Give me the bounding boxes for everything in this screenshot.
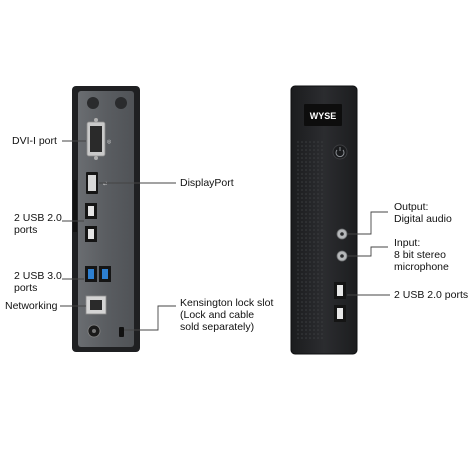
label-audio-output: Output: Digital audio xyxy=(394,201,452,225)
ethernet-port-icon xyxy=(85,295,107,315)
label-mic-input: Input: 8 bit stereo microphone xyxy=(394,237,449,273)
wyse-logo-badge xyxy=(304,104,342,126)
label-networking: Networking xyxy=(5,300,58,312)
back-stand xyxy=(73,180,77,232)
front-view: WYSE xyxy=(290,85,358,355)
power-button-icon xyxy=(332,144,348,160)
kensington-slot-icon xyxy=(119,327,124,337)
usb3-ports-icon xyxy=(85,266,111,282)
label-usb2-front: 2 USB 2.0 ports xyxy=(394,289,469,301)
label-dvi-port: DVI-I port xyxy=(12,135,57,147)
label-usb3: 2 USB 3.0 ports xyxy=(14,270,62,294)
leader-lines xyxy=(60,140,390,331)
svg-text:⇄: ⇄ xyxy=(103,181,107,187)
back-view: ◎ ⇄ xyxy=(72,86,140,352)
svg-text:◎: ◎ xyxy=(107,139,112,145)
screw-hole-icon xyxy=(87,97,99,109)
displayport-icon xyxy=(86,172,98,194)
dvi-port-icon xyxy=(86,118,106,160)
label-displayport: DisplayPort xyxy=(180,177,234,189)
label-kensington: Kensington lock slot (Lock and cable sol… xyxy=(180,297,274,333)
front-usb2-ports-icon xyxy=(334,282,346,322)
screw-hole-icon xyxy=(115,97,127,109)
usb2-ports-icon xyxy=(85,203,97,242)
label-usb2-back: 2 USB 2.0 ports xyxy=(14,212,62,236)
vent-grille xyxy=(296,140,324,340)
wyse-logo: WYSE xyxy=(310,111,337,121)
